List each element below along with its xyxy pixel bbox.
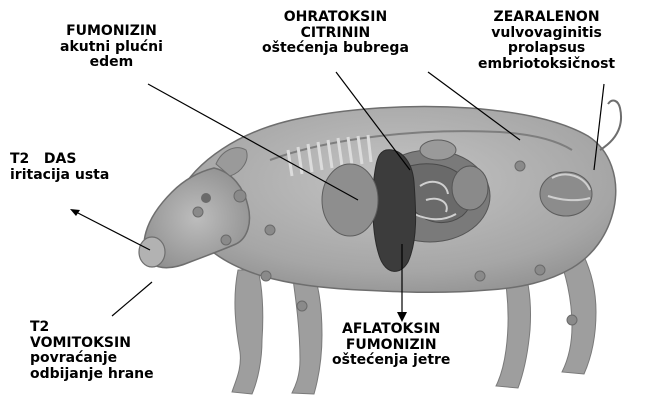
label-aflatoksin-title1: AFLATOKSIN	[332, 322, 450, 338]
label-t2vomitoksin: T2 VOMITOKSIN povraćanje odbijanje hrane	[30, 320, 154, 383]
label-t2das: T2 DAS iritacija usta	[10, 152, 109, 183]
label-zearalenon-line3: embriotoksičnost	[478, 57, 615, 73]
label-aflatoksin-effect: oštećenja jetre	[332, 353, 450, 369]
label-t2vomitoksin-line1: povraćanje	[30, 351, 154, 367]
label-aflatoksin: AFLATOKSIN FUMONIZIN oštećenja jetre	[332, 322, 450, 369]
label-zearalenon-line1: vulvovaginitis	[478, 26, 615, 42]
label-ohratoksin-effect: oštećenja bubrega	[262, 41, 409, 57]
label-zearalenon: ZEARALENON vulvovaginitis prolapsus embr…	[478, 10, 615, 73]
label-t2vomitoksin-line2: odbijanje hrane	[30, 367, 154, 383]
label-t2vomitoksin-title1: T2	[30, 320, 154, 336]
pig-snout	[139, 237, 165, 267]
label-ohratoksin-title1: OHRATOKSIN	[262, 10, 409, 26]
label-fumonizin-line1: akutni plućni	[60, 40, 163, 56]
label-t2das-title: T2 DAS	[10, 152, 109, 168]
pig-tail	[600, 101, 621, 150]
label-zearalenon-line2: prolapsus	[478, 41, 615, 57]
label-fumonizin-title: FUMONIZIN	[60, 24, 163, 40]
label-t2das-effect: iritacija usta	[10, 168, 109, 184]
label-ohratoksin: OHRATOKSIN CITRININ oštećenja bubrega	[262, 10, 409, 57]
label-zearalenon-title: ZEARALENON	[478, 10, 615, 26]
label-t2vomitoksin-title2: VOMITOKSIN	[30, 336, 154, 352]
label-fumonizin: FUMONIZIN akutni plućni edem	[60, 24, 163, 71]
label-fumonizin-line2: edem	[60, 55, 163, 71]
label-aflatoksin-title2: FUMONIZIN	[332, 338, 450, 354]
label-ohratoksin-title2: CITRININ	[262, 26, 409, 42]
